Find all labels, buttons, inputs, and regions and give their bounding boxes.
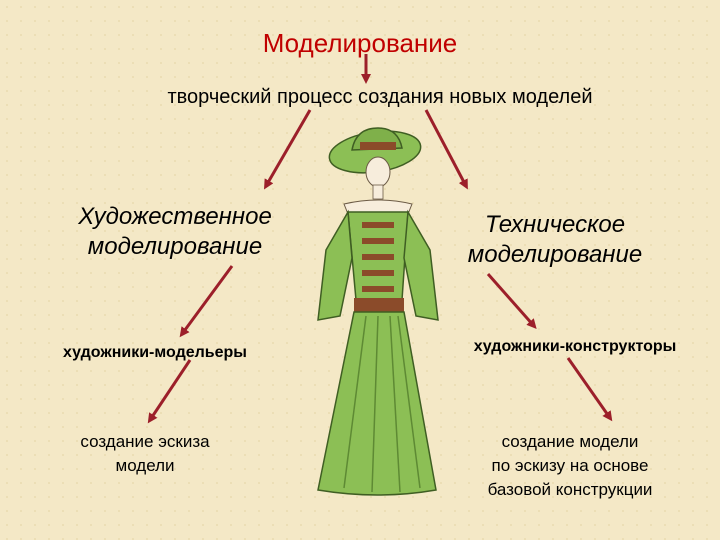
fashion-figure-illustration [317,127,439,496]
arrow-to-right-role [486,273,537,329]
technical-modeling-line1: Техническое [484,211,626,238]
artistic-modeling-line1: Художественное [78,203,272,230]
pattern-designers-label: художники-конструкторы [473,338,677,355]
arrow-to-left-role [179,265,234,338]
model-creation-line2: по эскизу на основе [491,456,649,475]
technical-modeling-label: Техническое моделирование [420,210,690,270]
diagram-title: Моделирование [262,28,458,58]
arrow-to-left-task [147,359,192,424]
model-creation-label: создание модели по эскизу на основе базо… [450,430,690,502]
definition-text: творческий процесс создания новых моделе… [167,86,593,108]
artistic-modeling-line2: моделирование [87,233,263,260]
arrow-to-right-task [566,357,613,422]
model-creation-line1: создание модели [501,432,639,451]
artistic-modeling-label: Художественное моделирование [30,202,320,262]
arrow-to-left-branch [263,109,312,190]
sketch-creation-line1: создание эскиза [80,432,210,451]
sketch-creation-line2: модели [115,456,175,475]
sketch-creation-label: создание эскиза модели [40,430,250,478]
technical-modeling-line2: моделирование [467,241,643,268]
arrow-to-right-branch [424,109,468,190]
model-creation-line3: базовой конструкции [487,480,653,499]
fashion-designers-label: художники-модельеры [63,344,247,361]
